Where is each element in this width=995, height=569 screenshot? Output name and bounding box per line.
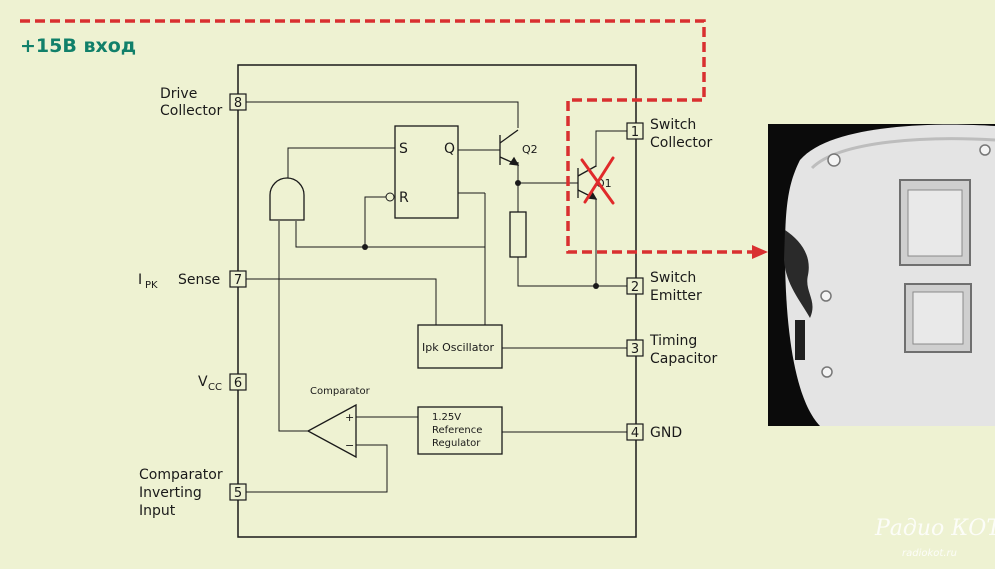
comparator-minus: −: [345, 439, 354, 452]
resistor: [509, 211, 527, 258]
pin-6-subscript: CC: [208, 382, 222, 393]
svg-text:2: 2: [631, 280, 639, 295]
pin-2: 2 Switch Emitter: [626, 270, 702, 304]
pin-8: 8 Drive Collector: [160, 86, 247, 119]
svg-text:1: 1: [631, 125, 639, 140]
pin-1-label-2: Collector: [650, 135, 712, 151]
pin-7-prefix: I: [138, 272, 142, 288]
pin-5-label-2: Inverting: [139, 485, 202, 501]
comparator-title: Comparator: [310, 386, 371, 397]
sr-latch: S R Q: [385, 125, 459, 219]
svg-text:4: 4: [631, 426, 639, 441]
svg-text:6: 6: [234, 376, 242, 391]
pin-1-label-1: Switch: [650, 117, 696, 133]
comparator-plus: +: [345, 411, 354, 424]
ic-package-outline: [237, 64, 637, 538]
q2-label: Q2: [522, 143, 538, 156]
pin-5-label-3: Input: [139, 503, 176, 519]
pin-7-label: Sense: [178, 272, 220, 288]
pin-8-label-2: Collector: [160, 103, 222, 119]
watermark-brand: Радио КОТ: [874, 516, 995, 541]
failed-transistor-cross-icon: [580, 156, 615, 205]
reference-line-2: Reference: [432, 425, 482, 436]
pin-5: 5 Comparator Inverting Input: [139, 467, 247, 519]
wires: [246, 101, 627, 493]
pin-2-label-2: Emitter: [650, 288, 702, 304]
q2-transistor: [499, 129, 520, 166]
pin-3-label-2: Capacitor: [650, 351, 717, 367]
pin-7: 7 I PK Sense: [138, 270, 247, 291]
pin-7-subscript: PK: [145, 280, 158, 291]
junction-dot: [515, 180, 521, 186]
pin-6-prefix: V: [198, 374, 208, 390]
q1-transistor: [577, 165, 598, 200]
pin-8-label-1: Drive: [160, 86, 197, 102]
arrow-head-icon: [752, 245, 768, 259]
pin-1: 1 Switch Collector: [626, 117, 712, 151]
pin-6: 6 V CC: [198, 373, 247, 393]
junction-dot: [362, 244, 368, 250]
latch-s-label: S: [399, 141, 408, 157]
svg-text:8: 8: [234, 96, 242, 111]
pin-5-label-1: Comparator: [139, 467, 223, 483]
device-photo: [768, 124, 995, 426]
svg-text:5: 5: [234, 486, 242, 501]
pin-3: 3 Timing Capacitor: [626, 333, 717, 367]
ipk-oscillator: Ipk Oscillator: [417, 324, 503, 369]
and-gate: [269, 177, 305, 221]
pin-4-label: GND: [650, 425, 682, 441]
pin-4: 4 GND: [626, 423, 682, 441]
comparator: + −: [306, 403, 357, 459]
input-voltage-title: +15В вход: [20, 35, 136, 57]
input-voltage-path: [20, 19, 752, 254]
pin-3-label-1: Timing: [649, 333, 697, 349]
reference-line-3: Regulator: [432, 438, 481, 449]
reference-line-1: 1.25V: [432, 412, 461, 423]
svg-text:3: 3: [631, 342, 639, 357]
latch-r-label: R: [399, 190, 409, 206]
watermark-url: radiokot.ru: [902, 548, 957, 559]
latch-q-label: Q: [444, 141, 455, 157]
junction-dot: [593, 283, 599, 289]
reference-regulator: 1.25V Reference Regulator: [417, 406, 503, 455]
svg-text:7: 7: [234, 273, 242, 288]
pin-2-label-1: Switch: [650, 270, 696, 286]
oscillator-label: Ipk Oscillator: [422, 341, 494, 354]
